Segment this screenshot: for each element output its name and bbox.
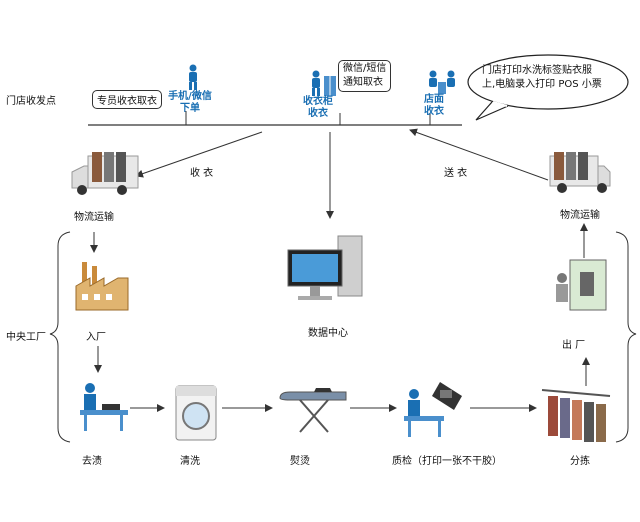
factory-icon <box>74 256 130 312</box>
deliver-label: 送 衣 <box>444 168 468 179</box>
data-center-label: 数据中心 <box>308 328 348 339</box>
wechat-sms-line2: 通知取衣 <box>343 77 383 88</box>
phone-wechat-line1: 手机/微信 <box>168 91 212 102</box>
locker-line2: 收衣 <box>308 108 328 119</box>
collect-label: 收 衣 <box>190 168 214 179</box>
wechat-sms-line1: 微信/短信 <box>343 63 387 74</box>
person-phone-icon <box>184 64 202 90</box>
inspection-icon <box>400 374 470 444</box>
ironing-board-icon <box>276 388 350 434</box>
truck-icon-right <box>548 150 612 196</box>
wash-label: 清洗 <box>180 456 200 467</box>
iron-label: 熨烫 <box>290 456 310 467</box>
counter-label: 店面 收衣 <box>414 94 454 118</box>
counter-staff-icon <box>426 70 458 94</box>
counter-line1: 店面 <box>424 94 444 105</box>
locker-person-icon <box>308 70 338 96</box>
truck-icon-left <box>70 150 140 198</box>
collect-arrow <box>135 131 263 178</box>
factory-title: 中央工厂 <box>6 332 46 343</box>
stain-removal-icon <box>74 382 130 432</box>
inspect-label: 质检（打印一张不干胶） <box>392 456 502 467</box>
bubble-line2: 上,电脑录入打印 POS 小票 <box>482 79 602 90</box>
store-title: 门店收发点 <box>6 96 56 107</box>
stain-label: 去渍 <box>82 456 102 467</box>
locker-line1: 收衣柜 <box>303 96 333 107</box>
wechat-sms-label: 微信/短信 通知取衣 <box>338 60 392 92</box>
sorting-rack-icon <box>540 386 612 444</box>
bubble-text: 门店打印水洗标签贴衣服 上,电脑录入打印 POS 小票 <box>482 64 622 92</box>
computer-icon <box>286 234 366 308</box>
factory-right-brace <box>615 231 637 443</box>
sort-label: 分拣 <box>570 456 590 467</box>
locker-label: 收衣柜 收衣 <box>298 96 338 120</box>
logistics-left-label: 物流运输 <box>74 212 114 223</box>
deliver-arrow <box>409 128 549 181</box>
bubble-line1: 门店打印水洗标签贴衣服 <box>482 65 592 76</box>
speech-bubble <box>467 54 629 121</box>
washing-machine-icon <box>174 384 218 442</box>
counter-line2: 收衣 <box>424 106 444 117</box>
exit-factory-label: 出 厂 <box>562 340 586 351</box>
enter-factory-label: 入厂 <box>86 332 106 343</box>
dedicated-staff-label: 专员收衣取衣 <box>92 90 162 109</box>
phone-wechat-label: 手机/微信 下单 <box>168 91 212 115</box>
factory-left-brace <box>49 231 71 443</box>
exit-worker-icon <box>550 258 610 318</box>
logistics-right-label: 物流运输 <box>560 210 600 221</box>
phone-wechat-line2: 下单 <box>180 103 200 114</box>
